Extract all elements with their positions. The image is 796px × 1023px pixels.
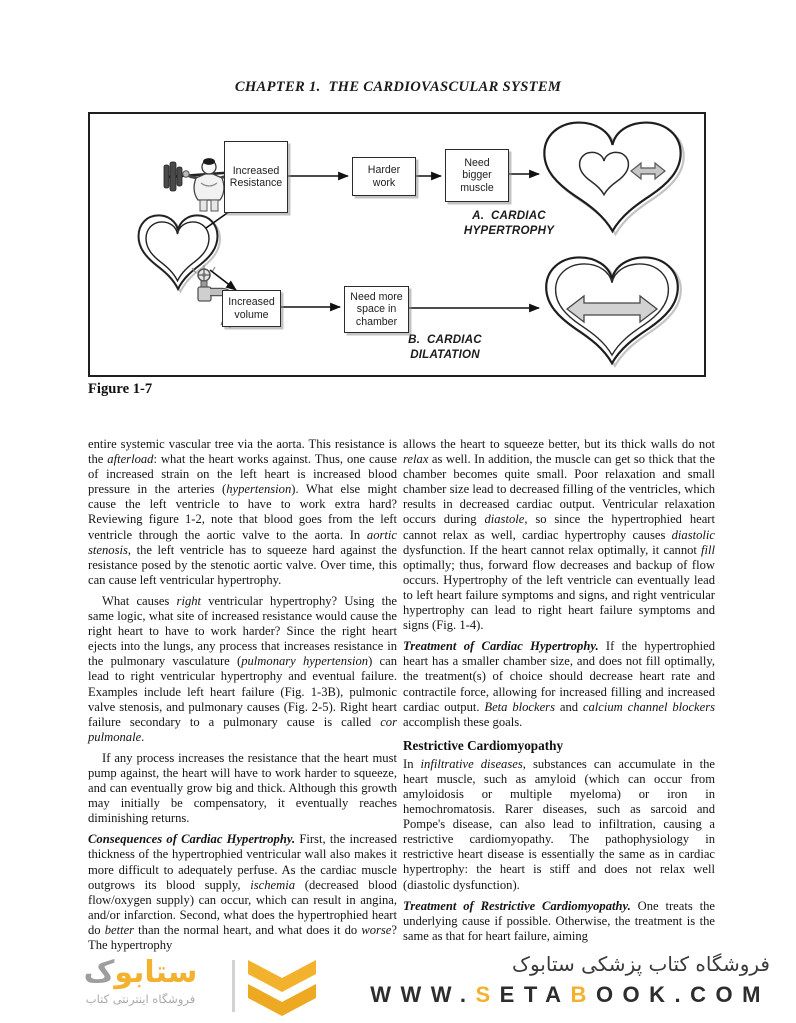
text-run: Beta blockers — [484, 699, 555, 714]
hypertrophied-heart-icon — [542, 120, 686, 236]
setabook-logo: ستابوک فروشگاه اینترنتی کتاب — [58, 956, 223, 1007]
logo-divider — [232, 960, 235, 1012]
box-increased-resistance: Increased Resistance — [224, 141, 288, 213]
text-run: hypertension — [226, 482, 292, 497]
text-run: pulmonary hypertension — [241, 654, 369, 669]
text-run: , substances can accumulate in the heart… — [403, 756, 716, 892]
text-run: If the hypertrophied heart has a smaller… — [403, 639, 715, 714]
text-run: cor pulmonale — [88, 714, 397, 744]
text-run: afterload — [107, 452, 154, 467]
url-segment: OOK.COM — [595, 982, 770, 1007]
text-run: Treatment of Restrictive Cardiomyopathy. — [403, 898, 631, 913]
text-run: What causes — [102, 593, 177, 608]
footer-tagline: فروشگاه کتاب پزشکی ستابوک — [512, 952, 770, 976]
small-double-arrow-icon — [630, 161, 666, 181]
setabook-url: WWW.SETABOOK.COM — [370, 980, 770, 1010]
body-paragraph: allows the heart to squeeze better, but … — [403, 437, 715, 633]
text-run: right — [176, 593, 202, 608]
label-cardiac-dilatation: B. CARDIAC DILATATION — [408, 333, 482, 361]
url-segment: B — [570, 982, 596, 1007]
dilated-heart-icon — [544, 255, 683, 368]
text-run: Treatment of Cardiac Hypertrophy. — [403, 639, 599, 654]
text-run: infiltrative diseases — [420, 756, 523, 771]
large-double-arrow-icon — [565, 294, 659, 324]
text-run: (decreased blood flow/oxygen supply) can… — [88, 877, 397, 937]
text-run: ? The hypertrophy — [88, 922, 397, 952]
figure-1-7-diagram: Increased Resistance Harder work Need bi… — [88, 112, 706, 377]
text-run: First, the increased thickness of the hy… — [88, 832, 398, 892]
text-run: better — [104, 922, 135, 937]
box-need-more-space: Need more space in chamber — [344, 286, 409, 333]
text-run: calcium channel blockers — [582, 699, 716, 714]
text-run: ). What else might cause the left ventri… — [88, 482, 397, 542]
body-paragraph: entire systemic vascular tree via the ao… — [88, 437, 397, 588]
text-run: entire systemic vascular tree via the ao… — [88, 437, 397, 467]
flow-arrows — [205, 169, 541, 313]
text-run: diastole — [484, 512, 525, 527]
text-run: Consequences of Cardiac Hypertrophy. — [88, 832, 296, 847]
body-paragraph: Treatment of Restrictive Cardiomyopathy.… — [403, 899, 715, 944]
text-run: aortic stenosis — [88, 527, 397, 557]
body-paragraph: Consequences of Cardiac Hypertrophy. Fir… — [88, 832, 397, 953]
text-run: fill — [701, 542, 715, 557]
text-run: accomplish these goals. — [403, 714, 523, 729]
text-run: : what the heart works against. Thus, on… — [88, 452, 397, 497]
body-paragraph: What causes right ventricular hypertroph… — [88, 594, 397, 745]
text-run: relax — [403, 452, 429, 467]
text-run: as well. In addition, the muscle can get… — [403, 452, 715, 527]
text-column-left: entire systemic vascular tree via the ao… — [88, 437, 397, 959]
chevron-emblem-icon — [248, 960, 316, 1016]
body-paragraph: In infiltrative diseases, substances can… — [403, 757, 715, 893]
url-segment: WWW. — [370, 982, 476, 1007]
label-cardiac-hypertrophy: A. CARDIAC HYPERTROPHY — [463, 209, 555, 237]
box-harder-work: Harder work — [352, 157, 416, 196]
text-run: One treats the underlying cause if possi… — [403, 898, 715, 943]
logo-wordmark-last: ک — [83, 955, 115, 990]
text-run: diastolic — [671, 527, 715, 542]
footer-right-block: فروشگاه کتاب پزشکی ستابوک WWW.SETABOOK.C… — [370, 950, 770, 1010]
figure-caption: Figure 1-7 — [88, 381, 153, 397]
text-run: dysfunction. If the heart cannot relax o… — [403, 542, 701, 557]
box-increased-volume: Increased volume — [222, 290, 281, 327]
text-run: allows the heart to squeeze better, but … — [403, 437, 715, 451]
text-run: and — [555, 699, 583, 714]
logo-wordmark: ستابوک — [58, 956, 223, 990]
chapter-title: CHAPTER 1. THE CARDIOVASCULAR SYSTEM — [234, 79, 562, 95]
logo-wordmark-main: ستابو — [114, 955, 198, 990]
text-run: ) can lead to right ventricular hypertro… — [88, 654, 397, 729]
text-run: In — [403, 756, 421, 771]
text-run: If any process increases the resistance … — [88, 750, 397, 826]
section-heading: Restrictive Cardiomyopathy — [403, 737, 564, 753]
text-run: ventricular hypertrophy? Using the same … — [88, 593, 398, 669]
bookstore-footer: ستابوک فروشگاه اینترنتی کتاب فروشگاه کتا… — [0, 940, 796, 1023]
body-paragraph: If any process increases the resistance … — [88, 751, 397, 826]
logo-subtitle: فروشگاه اینترنتی کتاب — [85, 992, 196, 1006]
text-run: than the normal heart, and what does it … — [134, 922, 362, 937]
text-run: , so since the hypertrophied heart canno… — [403, 512, 715, 542]
text-run: ischemia — [250, 877, 296, 892]
text-run: , the left ventricle has to squeeze hard… — [88, 542, 397, 587]
text-column-right: allows the heart to squeeze better, but … — [403, 437, 715, 950]
url-segment: S — [475, 982, 500, 1007]
text-run: . — [141, 729, 145, 744]
text-run: worse — [361, 922, 392, 937]
box-need-bigger-muscle: Need bigger muscle — [445, 149, 509, 202]
text-run: optimally; thus, forward flow decreases … — [403, 557, 715, 633]
body-paragraph: Treatment of Cardiac Hypertrophy. If the… — [403, 639, 715, 730]
url-segment: ETA — [499, 982, 571, 1007]
